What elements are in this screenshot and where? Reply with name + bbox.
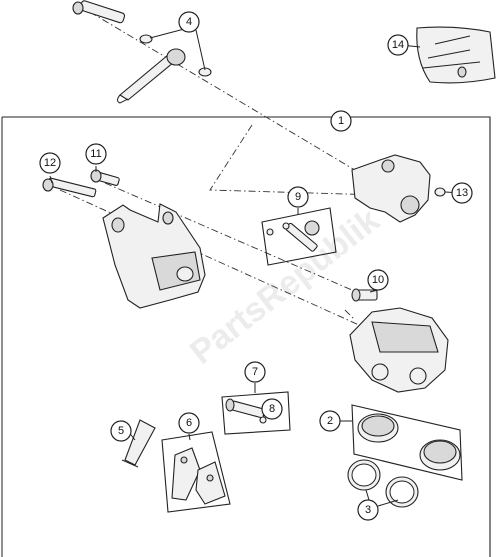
callout-2-label: 2 [327,415,333,427]
callout-10-label: 10 [372,274,384,286]
callout-9: 9 [287,186,309,208]
pad-spring [121,419,156,468]
callout-3: 3 [357,499,379,521]
callout-1: 1 [330,110,352,132]
callout-2: 2 [319,410,341,432]
callout-10: 10 [367,269,389,291]
bolt-short [90,169,120,186]
callout-4-label: 4 [186,16,192,28]
callout-13-label: 13 [456,187,468,199]
leader-lines [49,27,463,511]
assembly-frame [2,116,491,557]
bolt-long [42,177,97,198]
callout-14-label: 14 [392,39,404,51]
bleed-screw [351,288,378,302]
callout-6-label: 6 [186,417,192,429]
callout-1-label: 1 [338,115,344,127]
caliper-carrier [351,154,446,223]
piston-set [351,404,463,481]
callout-6: 6 [178,412,200,434]
callout-5: 5 [110,420,132,442]
callout-13: 13 [451,182,473,204]
axis-line-11 [104,182,376,301]
bleeder-kit-box [261,207,337,266]
o-ring [434,187,446,197]
callout-11-label: 11 [90,148,101,160]
grease-pack [416,26,496,84]
callout-3-label: 3 [365,504,371,516]
callout-14: 14 [387,34,409,56]
callout-8-label: 8 [269,403,275,415]
callout-9-label: 9 [295,191,301,203]
callout-12-label: 12 [44,157,56,169]
axis-line-caliper [209,124,381,196]
washer-top [139,34,153,44]
brake-pad-set [161,431,231,513]
callout-7-label: 7 [252,366,258,378]
callout-7: 7 [244,361,266,383]
callout-8: 8 [261,398,283,420]
callout-11: 11 [85,143,107,165]
callout-12: 12 [39,152,61,174]
seal-rings [347,459,419,508]
caliper-bracket [102,203,206,309]
callout-5-label: 5 [118,425,124,437]
callout-4: 4 [178,11,200,33]
axis-line-10 [344,309,356,321]
axis-line-top [89,11,381,186]
pad-pin-kit [221,391,291,435]
axis-line-12 [59,189,371,331]
brake-caliper [349,307,449,393]
